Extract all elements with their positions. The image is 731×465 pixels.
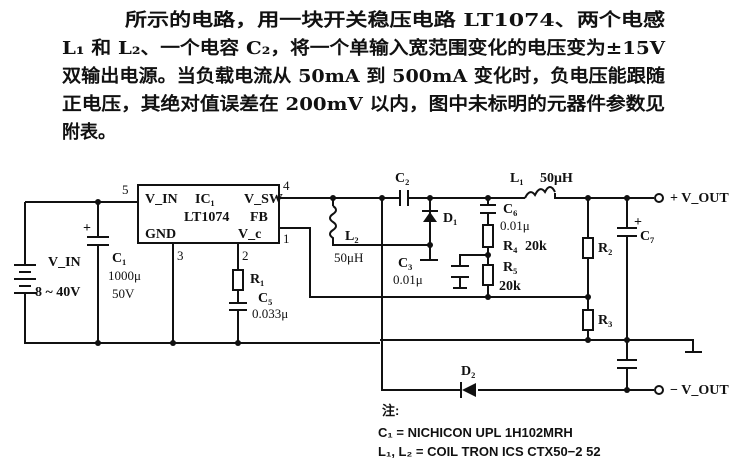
- resistor-r1: R₁: [232, 269, 264, 291]
- c1-label: C₁: [112, 251, 126, 266]
- source-label: V_IN: [48, 255, 81, 270]
- resistor-r5: R₅ 20k: [482, 260, 521, 294]
- diode-d1: D₁: [422, 210, 457, 226]
- pin-vsw-label: V_SW: [244, 192, 283, 207]
- r5-label: R₅: [503, 260, 517, 275]
- notes-title: 注:: [382, 403, 399, 418]
- capacitor-output-neg: [617, 359, 637, 369]
- vout-neg-label: − V_OUT: [670, 383, 729, 398]
- diode-d2: D₂: [460, 364, 476, 398]
- capacitor-c5: C₅ 0.033μ: [229, 291, 288, 321]
- desc-line: 双输出电源。当负载电流从 50mA 到 500mA 变化时，负电压能跟随: [62, 65, 665, 87]
- desc-line: 所示的电路，用一块开关稳压电路 LT1074、两个电感: [125, 9, 665, 31]
- inductor-l1: L₁ 50μH: [510, 171, 573, 199]
- pin-fb-label: FB: [250, 210, 268, 225]
- desc-line: 附表。: [62, 121, 116, 143]
- c3-value: 0.01μ: [393, 272, 423, 287]
- c7-label: C₇: [640, 229, 654, 244]
- ic-name: IC₁: [195, 192, 215, 207]
- capacitor-c6: C₆ 0.01μ: [480, 202, 530, 233]
- output-terminal-positive: + V_OUT: [654, 191, 729, 206]
- pin-number: 2: [242, 248, 249, 263]
- pin-vc-label: V_c: [238, 227, 261, 242]
- l1-label: L₁: [510, 171, 524, 186]
- c5-value: 0.033μ: [252, 306, 288, 321]
- c3-label: C₃: [398, 256, 412, 271]
- l2-label: L₂: [345, 229, 359, 244]
- r2-label: R₂: [598, 241, 612, 256]
- c1-voltage: 50V: [112, 286, 135, 301]
- capacitor-c7: + C₇: [617, 215, 654, 244]
- capacitor-c2: C₂: [395, 171, 409, 206]
- c6-value: 0.01μ: [500, 218, 530, 233]
- c6-label: C₆: [503, 202, 517, 217]
- note-line: L₁, L₂ = COIL TRON ICS CTX50−2 52: [378, 444, 601, 459]
- r3-label: R₃: [598, 313, 612, 328]
- r4-value: 20k: [525, 239, 547, 254]
- ic-lt1074: V_IN IC₁ V_SW LT1074 FB GND V_c 5 4 1 3 …: [122, 178, 290, 263]
- svg-text:+: +: [634, 215, 642, 230]
- r5-value: 20k: [499, 279, 521, 294]
- desc-line: 正电压，其绝对值误差在 200mV 以内，图中未标明的元器件参数见: [62, 93, 665, 115]
- resistor-r2: R₂: [582, 237, 612, 259]
- l1-value: 50μH: [540, 171, 573, 186]
- junction-dots: [95, 195, 630, 393]
- pin-number: 3: [177, 248, 184, 263]
- resistor-r3: R₃: [582, 309, 612, 331]
- d2-label: D₂: [461, 364, 475, 379]
- note-line: C₁ = NICHICON UPL 1H102MRH: [378, 425, 573, 440]
- capacitor-ground: [451, 265, 469, 289]
- source-range: 8 ~ 40V: [35, 285, 80, 300]
- l2-value: 50μH: [334, 250, 363, 265]
- c5-label: C₅: [258, 291, 272, 306]
- description-paragraph: 所示的电路，用一块开关稳压电路 LT1074、两个电感 L₁ 和 L₂、一个电容…: [62, 9, 666, 143]
- notes: 注: C₁ = NICHICON UPL 1H102MRH L₁, L₂ = C…: [378, 403, 601, 459]
- ic-part: LT1074: [184, 210, 229, 225]
- desc-line: L₁ 和 L₂、一个电容 C₂，将一个单输入宽范围变化的电压变为±15V: [62, 37, 666, 59]
- pin-gnd-label: GND: [145, 227, 176, 242]
- c2-label: C₂: [395, 171, 409, 186]
- r1-label: R₁: [250, 272, 264, 287]
- pin-number: 5: [122, 182, 129, 197]
- svg-text:+: +: [83, 221, 91, 236]
- pin-vin-label: V_IN: [145, 192, 178, 207]
- vout-pos-label: + V_OUT: [670, 191, 729, 206]
- d1-label: D₁: [443, 211, 457, 226]
- capacitor-c3: C₃ 0.01μ: [393, 256, 438, 287]
- resistor-r4: R₄ 20k: [482, 224, 547, 254]
- pin-number: 4: [283, 178, 290, 193]
- output-terminal-negative: − V_OUT: [654, 383, 729, 398]
- capacitor-c1: + C₁ 1000μ 50V: [83, 221, 141, 301]
- pin-number: 1: [283, 231, 290, 246]
- r4-label: R₄: [503, 239, 518, 254]
- c1-value: 1000μ: [108, 268, 141, 283]
- inductor-l2: L₂ 50μH: [329, 205, 363, 265]
- battery-symbol: V_IN 8 ~ 40V: [14, 255, 81, 300]
